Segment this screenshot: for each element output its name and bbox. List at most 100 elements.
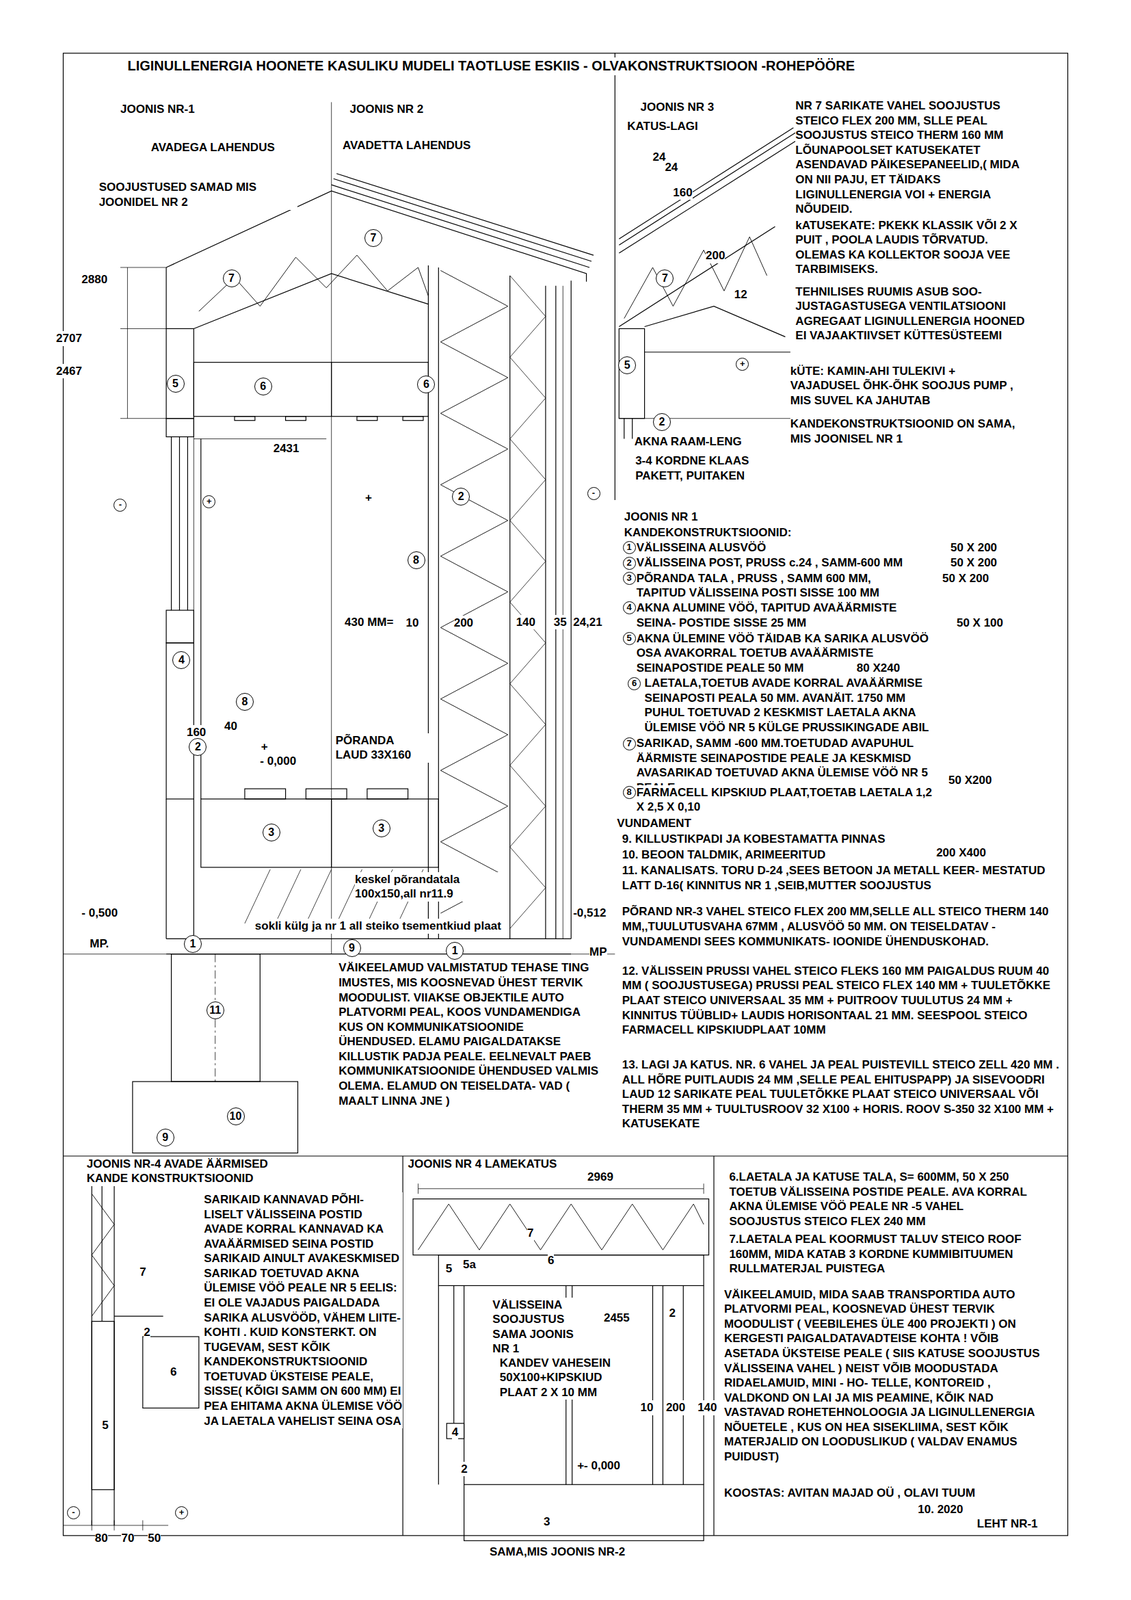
note-text: KOOSTAS: AVITAN MAJAD OÜ , OLAVI TUUM: [724, 1485, 976, 1501]
note-text: VUNDAMENT: [616, 815, 692, 831]
dimension-text: 4: [451, 1424, 459, 1440]
flat-roof-detail: [413, 1182, 710, 1540]
note-text: NR 7 SARIKATE VAHEL SOOJUSTUS STEICO FLE…: [795, 98, 1028, 217]
section-drawing: [402, 416, 424, 421]
section-drawing: [555, 285, 556, 939]
note-text: 6.LAETALA JA KATUSE TALA, S= 600MM, 50 X…: [728, 1169, 1033, 1229]
dimension-text: +: [261, 739, 269, 755]
note-text: SOOJUSTUSED SAMAD MIS JOONIDEL NR 2: [99, 179, 299, 210]
dimension-text: 10. 2020: [917, 1501, 963, 1517]
dimension-text: 50 X 200: [950, 555, 997, 571]
flat-roof-detail: [417, 1187, 704, 1189]
sheet-frame: [614, 53, 616, 500]
callout-number: 3: [622, 571, 636, 585]
dimension-text: 70: [121, 1530, 135, 1546]
section-drawing: [198, 255, 429, 312]
dimension-text: 35: [553, 614, 567, 630]
note-text: sokli külg ja nr 1 all steiko tsementkiu…: [255, 918, 502, 934]
dimension-text: 2: [668, 1305, 675, 1321]
dimension-text: 2431: [273, 441, 300, 457]
section-drawing: [187, 436, 189, 611]
note-text: VÄLISSEINA POST, PRUSS c.24 , SAMM-600 M…: [636, 555, 904, 571]
note-text: PÕRANDA LAUD 33X160: [335, 733, 430, 763]
dimension-text: 6: [170, 1364, 177, 1380]
callout-number: 6: [417, 375, 435, 394]
roof-detail: [644, 306, 786, 338]
section-drawing: [127, 267, 128, 419]
note-text: JOONIS NR-1: [120, 101, 195, 117]
section-drawing: [438, 267, 439, 939]
roof-detail: [624, 236, 768, 318]
flat-roof-detail: [703, 1182, 705, 1194]
note-text: VÄLISSEINA SOOJUSTUS SAMA JOONIS NR 1: [492, 1297, 587, 1356]
dimension-text: 430 MM=: [344, 614, 394, 630]
section-drawing: [544, 285, 546, 939]
dimension-text: 140: [516, 614, 536, 630]
callout-number: 2: [622, 556, 636, 570]
note-text: AVADEGA LAHENDUS: [151, 140, 275, 156]
dimension-text: 10: [406, 615, 420, 631]
section-drawing: [201, 798, 439, 868]
section-drawing: [305, 788, 347, 799]
roof-detail: [623, 418, 625, 439]
roof-detail: [618, 140, 798, 254]
roof-detail: [631, 418, 633, 439]
section-drawing: [336, 173, 594, 256]
callout-number: 11: [206, 1001, 225, 1019]
section-drawing: [166, 418, 194, 437]
dimension-text: 50 X 200: [950, 540, 997, 556]
section-drawing: [179, 436, 180, 611]
dimension-text: 3: [543, 1513, 550, 1529]
sheet-frame: [62, 53, 1068, 1536]
dimension-text: 2707: [56, 330, 83, 347]
dimension-text: 2455: [603, 1310, 630, 1326]
callout-number: 3: [372, 819, 391, 837]
dimension-text: 2: [460, 1461, 468, 1477]
note-text: 3-4 KORDNE KLAAS PAKETT, PUITAKEN: [635, 453, 789, 483]
note-text: kÜTE: KAMIN-AHI TULEKIVI + VAJADUSEL ÕHK…: [790, 363, 1028, 409]
section-drawing: [562, 285, 564, 939]
dimension-text: 200: [705, 248, 725, 264]
note-text: LAETALA,TOETUB AVADE KORRAL AVAÄÄRMISE S…: [644, 675, 941, 735]
section-drawing: [193, 362, 429, 417]
section-drawing: [166, 642, 194, 799]
dimension-text: 50: [147, 1530, 161, 1546]
note-text: 12. VÄLISSEIN PRUSSI VAHEL STEICO FLEKS …: [622, 963, 1061, 1038]
note-text: JOONIS NR 2: [350, 101, 424, 117]
section-drawing: [331, 184, 590, 268]
callout-number: +: [735, 357, 749, 371]
flat-roof-detail: [662, 1284, 664, 1484]
flat-roof-detail: [438, 1254, 704, 1286]
opening-edge-detail: [142, 1336, 199, 1408]
section-drawing: [285, 416, 307, 421]
note-text: SARIKAID KANNAVAD PÕHI- LISELT VÄLISSEIN…: [203, 1191, 403, 1428]
callout-number: 8: [407, 551, 426, 569]
flat-roof-detail: [683, 1284, 684, 1484]
section-drawing: [193, 438, 327, 439]
note-text: JOONIS NR 3: [640, 99, 715, 115]
callout-number: 8: [235, 692, 254, 711]
callout-number: 2: [451, 487, 470, 506]
dimension-text: 24: [664, 160, 678, 176]
opening-edge-detail: [91, 1193, 115, 1316]
callout-number: 2: [653, 413, 671, 431]
dimension-text: 50 X 200: [942, 570, 989, 587]
section-drawing: [428, 265, 429, 939]
dimension-text: +- 0,000: [577, 1457, 621, 1473]
flat-roof-detail: [652, 1284, 654, 1484]
callout-number: +: [175, 1505, 189, 1519]
opening-edge-detail: [142, 1519, 143, 1530]
section-drawing: [62, 173, 615, 1153]
callout-number: 7: [364, 229, 383, 247]
note-text: 10. BEOON TALDMIK, ARIMEERITUD: [622, 847, 827, 863]
dimension-text: 24,21: [573, 614, 603, 630]
section-drawing: [166, 328, 194, 418]
roof-detail: [618, 328, 645, 418]
opening-edge-detail: [114, 1519, 115, 1530]
drawing-title: LIGINULLENERGIA HOONETE KASULIKU MUDELI …: [127, 57, 855, 75]
note-text: KATUS-LAGI: [627, 118, 699, 135]
section-drawing: [166, 609, 194, 643]
note-text: PÕRAND NR-3 VAHEL STEICO FLEX 200 MM,SEL…: [622, 903, 1056, 949]
note-text: kATUSEKATE: PKEKK KLASSIK VÕI 2 X PUIT ,…: [795, 218, 1028, 277]
